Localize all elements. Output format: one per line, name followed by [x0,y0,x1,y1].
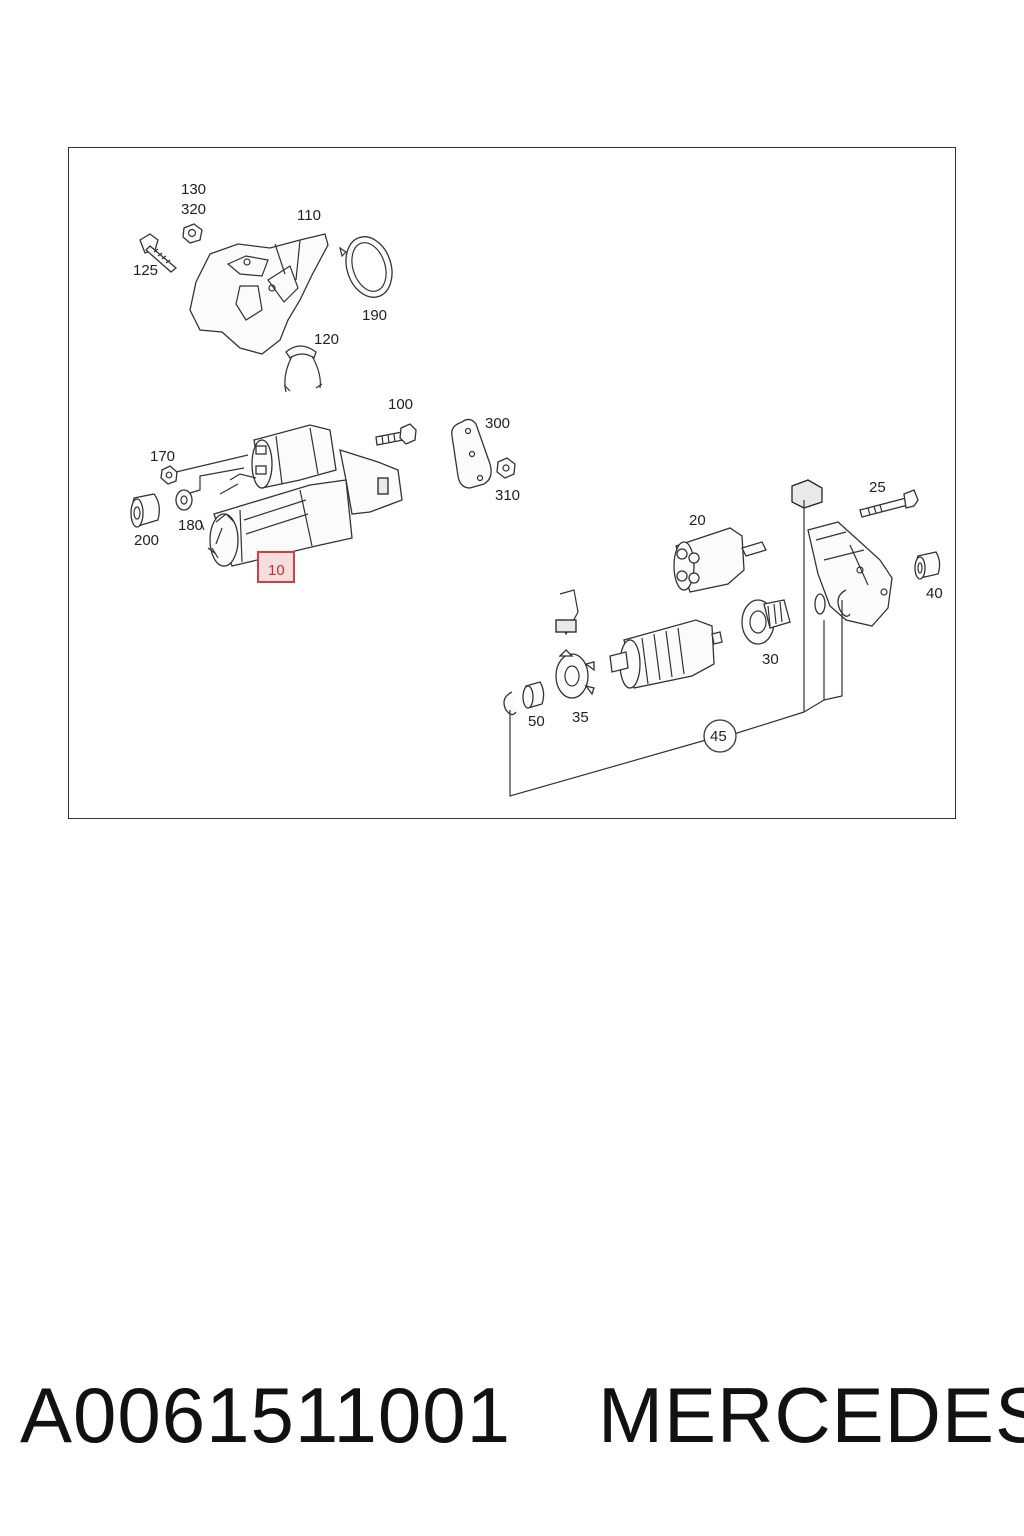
label-100: 100 [388,396,413,413]
label-40: 40 [926,585,943,602]
label-25: 25 [869,479,886,496]
strap-120[interactable] [283,345,323,393]
clamp-ring-190[interactable] [338,231,399,304]
circlip-a[interactable] [814,593,826,615]
circlip-c[interactable] [503,691,517,716]
label-180: 180 [178,517,203,534]
pinion-30[interactable] [741,599,791,645]
label-50: 50 [528,713,545,730]
label-300: 300 [485,415,510,432]
footer-caption: A0061511001 MERCEDES [0,1370,1024,1470]
bolt-100[interactable] [375,423,417,446]
nut-310[interactable] [496,457,516,479]
nut-130[interactable] [182,223,203,244]
armature[interactable] [609,619,723,689]
part-number: A0061511001 [20,1371,512,1459]
bracket-110[interactable] [189,233,329,355]
bushing-200[interactable] [130,493,160,528]
label-110: 110 [297,207,321,224]
brush-block[interactable] [791,479,823,509]
brand-name: MERCEDES [598,1371,1024,1459]
bolt-25[interactable] [859,489,919,518]
label-35: 35 [572,709,589,726]
label-200: 200 [134,532,159,549]
brush-holder-35[interactable] [555,589,595,699]
label-10[interactable]: 10 [268,562,285,579]
nut-170[interactable] [160,465,178,485]
label-125: 125 [133,262,158,279]
highlight-box-10 [257,551,295,583]
solenoid-20[interactable] [673,527,767,593]
label-310: 310 [495,487,520,504]
label-20: 20 [689,512,706,529]
label-170: 170 [150,448,175,465]
label-45: 45 [710,728,727,745]
washer-180[interactable] [175,489,193,511]
circlip-b[interactable] [837,589,851,617]
drive-end-housing[interactable] [807,521,893,627]
gasket-300[interactable] [451,418,492,489]
label-190: 190 [362,307,387,324]
label-320: 320 [181,201,206,218]
label-120: 120 [314,331,339,348]
kit-45-leader [509,500,843,797]
starter-motor-10[interactable] [199,424,403,567]
label-130: 130 [181,181,206,198]
bushing-40[interactable] [914,551,941,580]
label-30: 30 [762,651,779,668]
kit-45-circle [703,719,737,753]
bolt-125[interactable] [139,233,178,273]
bearing-50[interactable] [522,681,545,709]
